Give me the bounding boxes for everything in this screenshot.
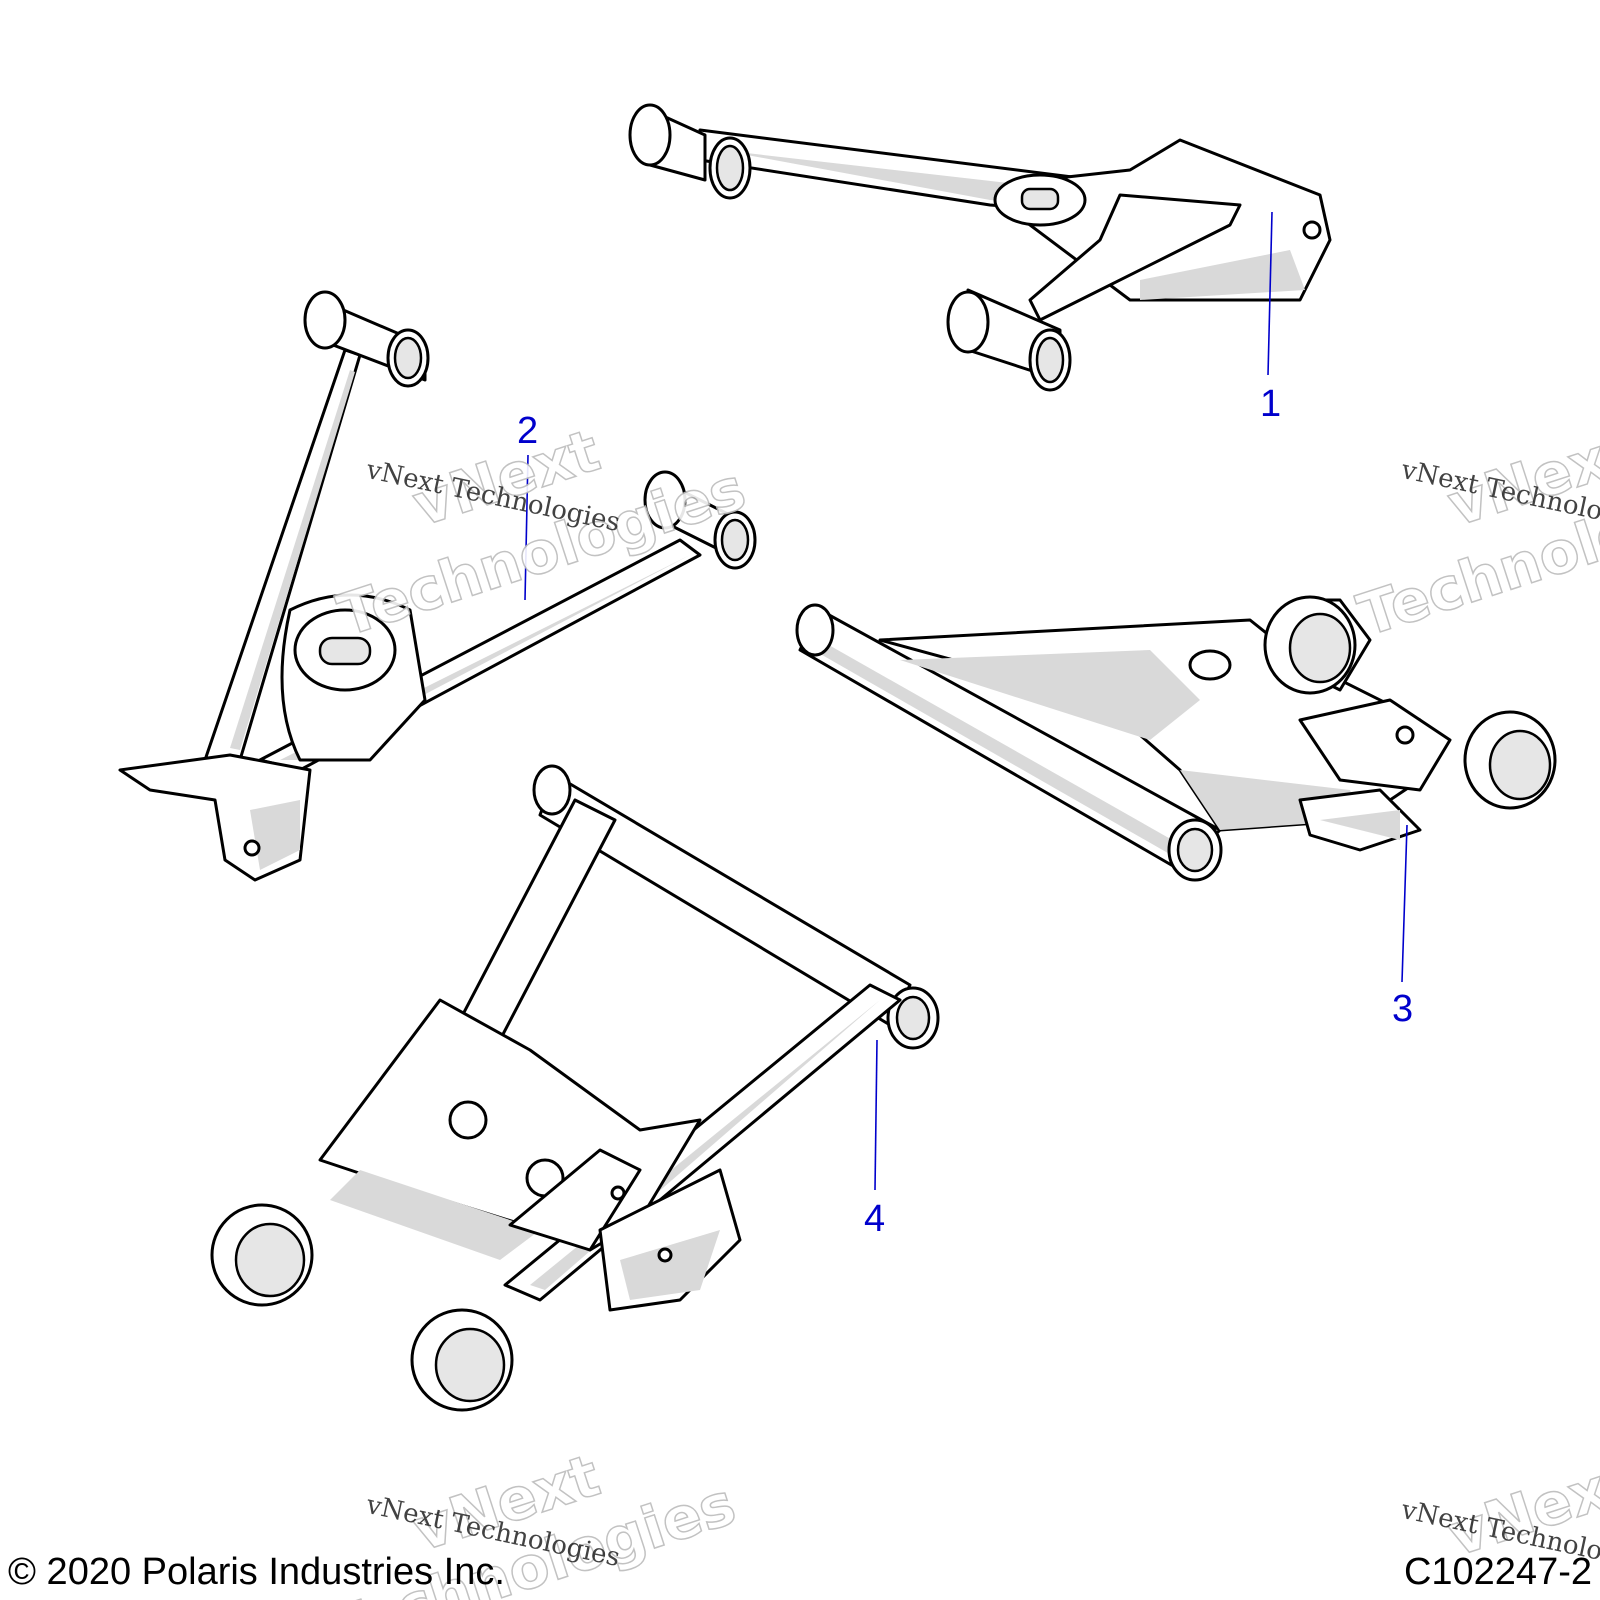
callout-2: 2 xyxy=(517,410,539,452)
leader-line-4 xyxy=(874,1039,878,1191)
leader-line-1 xyxy=(1267,211,1273,376)
part-3-lower-arm xyxy=(795,595,1557,882)
callout-1: 1 xyxy=(1260,383,1282,425)
copyright-notice: © 2020 Polaris Industries Inc. xyxy=(8,1551,505,1593)
figure-code: C102247-2 xyxy=(1403,1551,1592,1593)
callout-3: 3 xyxy=(1392,988,1414,1030)
leader-line-3 xyxy=(1401,824,1408,983)
part-4-lower-a-arm xyxy=(210,764,940,1412)
leader-line-2 xyxy=(524,454,529,601)
leader-lines xyxy=(524,211,1408,1191)
callout-4: 4 xyxy=(864,1198,886,1240)
part-1-upper-a-arm xyxy=(628,103,1332,392)
part-2-a-arm xyxy=(118,290,757,882)
